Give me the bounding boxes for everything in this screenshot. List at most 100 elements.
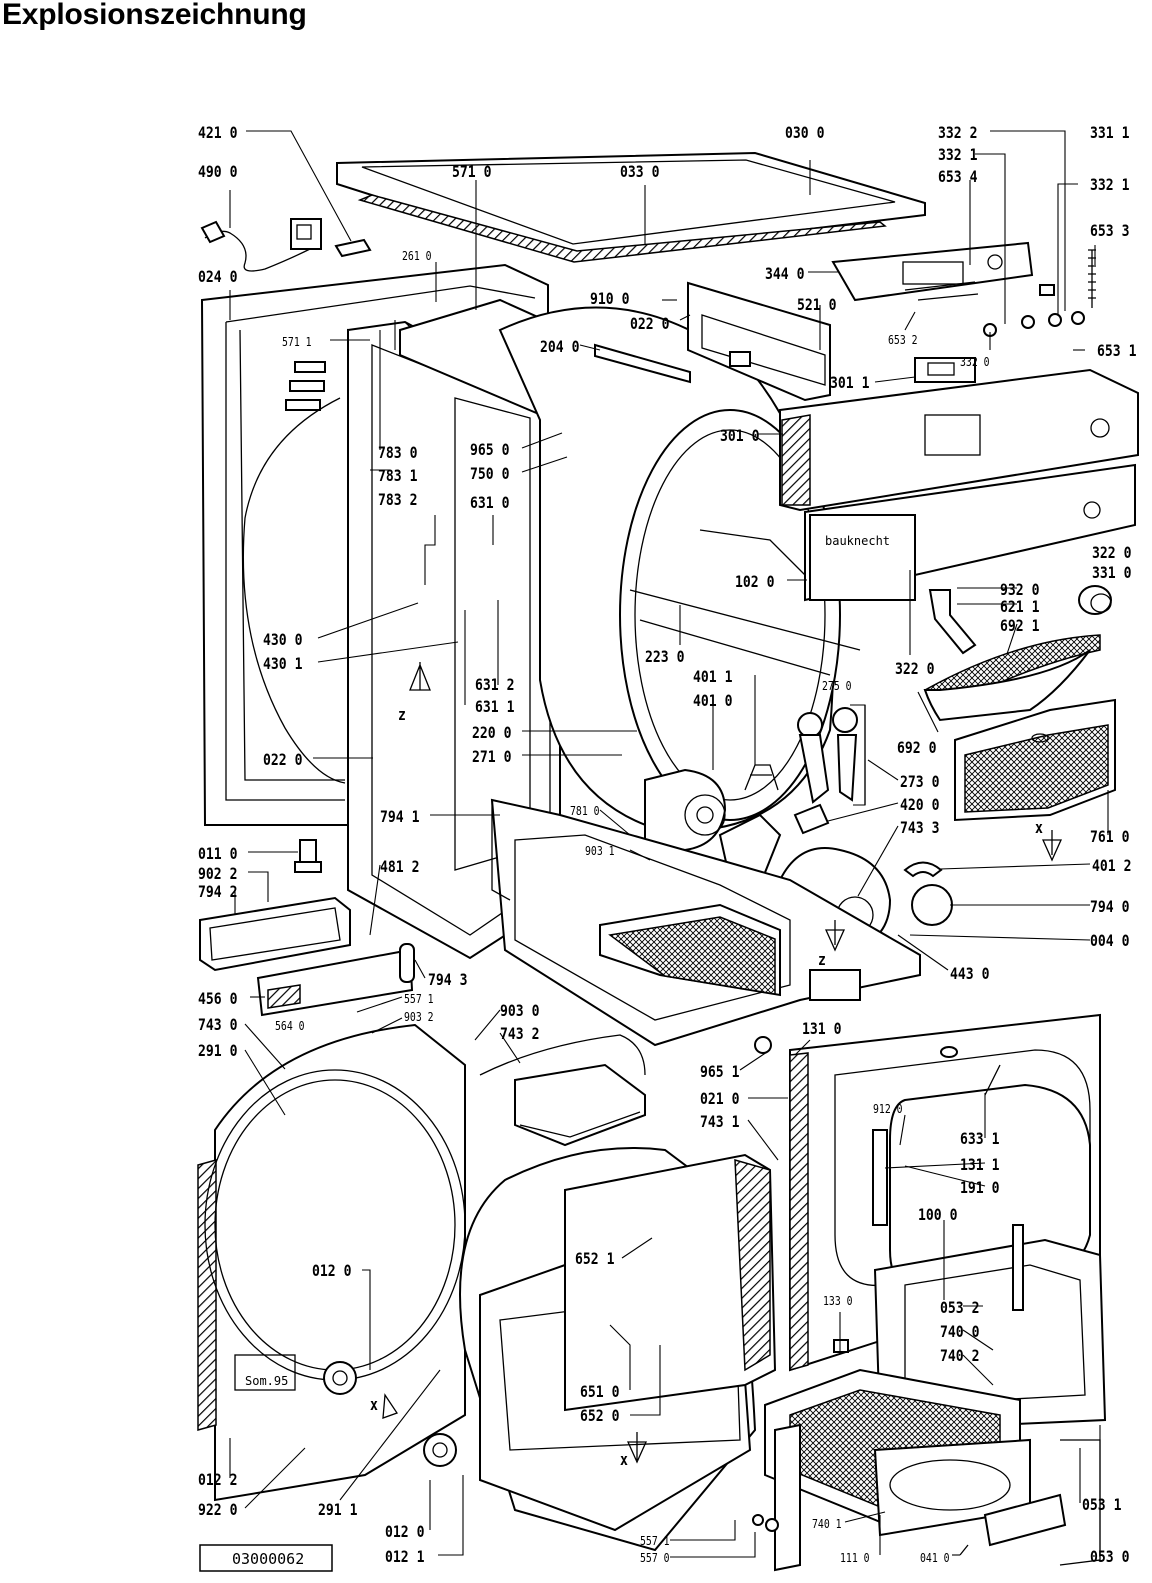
callout-label: 633 1 [960, 1130, 1000, 1149]
callout-label: 571 0 [452, 163, 491, 182]
callout-label: 401 0 [693, 692, 732, 711]
timer-knob [1078, 585, 1112, 615]
door [873, 1083, 1107, 1432]
rear-panel: Som.95 [197, 1023, 466, 1502]
callout-label: 033 0 [620, 163, 659, 182]
callout-label: 012 1 [385, 1548, 425, 1567]
adjuster-screw [294, 839, 322, 873]
callout-label: 783 1 [378, 467, 418, 486]
callout-label: 653 1 [1097, 342, 1137, 361]
lint-filter [923, 634, 1101, 722]
heater-assembly [479, 1034, 646, 1147]
rear-upper-panel [687, 281, 831, 402]
support-bar [594, 343, 691, 384]
callout-label: 653 2 [888, 333, 918, 347]
callout-label: 910 0 [590, 290, 629, 309]
callout-label: 743 3 [900, 819, 939, 838]
callout-label: 131 1 [960, 1156, 1000, 1175]
rear-plate [564, 1153, 777, 1412]
callout-label: 481 2 [380, 858, 419, 877]
callout-label: 903 1 [585, 844, 615, 858]
callout-label: 631 2 [475, 676, 514, 695]
callout-label: 053 2 [940, 1299, 979, 1318]
drive-motor [644, 768, 830, 852]
callout-label: 024 0 [198, 268, 237, 287]
switch-parts [983, 249, 1096, 337]
part-drawings: bauknecht [197, 151, 1139, 1572]
callout-label: 743 1 [700, 1113, 740, 1132]
callout-label: 443 0 [950, 965, 989, 984]
plinth [774, 1423, 1101, 1572]
callout-label: 740 0 [940, 1323, 979, 1342]
drawing-number: 03000062 [232, 1550, 304, 1568]
callout-label: 291 0 [198, 1042, 237, 1061]
callout-label: 332 1 [1090, 176, 1130, 195]
callout-label: 490 0 [198, 163, 237, 182]
control-board [831, 241, 1034, 302]
callout-label: 761 0 [1090, 828, 1129, 847]
view-markers: z z x x x [370, 706, 1043, 1470]
callout-label: 421 0 [198, 124, 237, 143]
page-title: Explosionszeichnung [2, 0, 307, 31]
callout-label: 750 0 [470, 465, 509, 484]
callout-label: 401 1 [693, 668, 733, 687]
callout-label: 401 2 [1092, 857, 1131, 876]
view-marker: x [370, 1396, 378, 1415]
callout-label: 322 0 [895, 660, 934, 679]
callout-label: 521 0 [797, 296, 836, 315]
small-fasteners [752, 1036, 1001, 1556]
callout-label: 692 0 [897, 739, 936, 758]
drum [498, 306, 861, 832]
callout-label: 652 1 [575, 1250, 615, 1269]
callout-label: 012 0 [385, 1523, 424, 1542]
callout-label: 652 0 [580, 1407, 619, 1426]
callout-label: 011 0 [198, 845, 237, 864]
power-cord-and-filter [200, 218, 372, 272]
callout-label: 420 0 [900, 796, 939, 815]
callout-label: 022 0 [263, 751, 302, 770]
callout-label: 332 2 [938, 124, 977, 143]
callout-label: 743 0 [198, 1016, 237, 1035]
callout-label: 021 0 [700, 1090, 739, 1109]
callout-label: 902 2 [198, 865, 237, 884]
callout-label: 191 0 [960, 1179, 999, 1198]
callout-label: 794 0 [1090, 898, 1129, 917]
drive-belt [744, 764, 779, 791]
callout-label: 794 1 [380, 808, 420, 827]
callout-label: 557 1 [640, 1534, 670, 1548]
callout-label: 322 0 [1092, 544, 1131, 563]
callout-label: 922 0 [198, 1501, 237, 1520]
nameplate-text: Som.95 [245, 1374, 288, 1388]
callout-label: 557 0 [640, 1551, 670, 1565]
callout-label: 111 0 [840, 1551, 870, 1565]
callout-label: 012 0 [312, 1262, 351, 1281]
view-arrows [382, 662, 1063, 1464]
callout-label: 651 0 [580, 1383, 619, 1402]
left-side-panel [200, 263, 549, 826]
callout-label: 291 1 [318, 1501, 358, 1520]
control-panel [779, 357, 1139, 512]
callout-label: 564 0 [275, 1019, 305, 1033]
callout-label: 740 2 [940, 1347, 979, 1366]
callout-label: 053 0 [1090, 1548, 1129, 1567]
callout-label: 965 1 [700, 1063, 740, 1082]
callout-label: 794 3 [428, 971, 467, 990]
callout-label: 653 4 [938, 168, 978, 187]
condenser [764, 1368, 1031, 1537]
callout-label: 261 0 [402, 249, 432, 263]
callout-label: 430 0 [263, 631, 302, 650]
drawing-number-frame [199, 1544, 333, 1572]
callout-label: 133 0 [823, 1294, 853, 1308]
callout-label: 022 0 [630, 315, 669, 334]
callout-label: 631 1 [475, 698, 515, 717]
callout-label: 041 0 [920, 1551, 950, 1565]
callout-label: 344 0 [765, 265, 804, 284]
front-seals [199, 896, 415, 1017]
callout-label: 783 0 [378, 444, 417, 463]
callout-label: 430 1 [263, 655, 303, 674]
drawing-number-box: 03000062 [199, 1544, 333, 1572]
callout-label: 331 0 [1092, 564, 1131, 583]
callout-label: 204 0 [540, 338, 579, 357]
lever-bracket [928, 589, 977, 655]
